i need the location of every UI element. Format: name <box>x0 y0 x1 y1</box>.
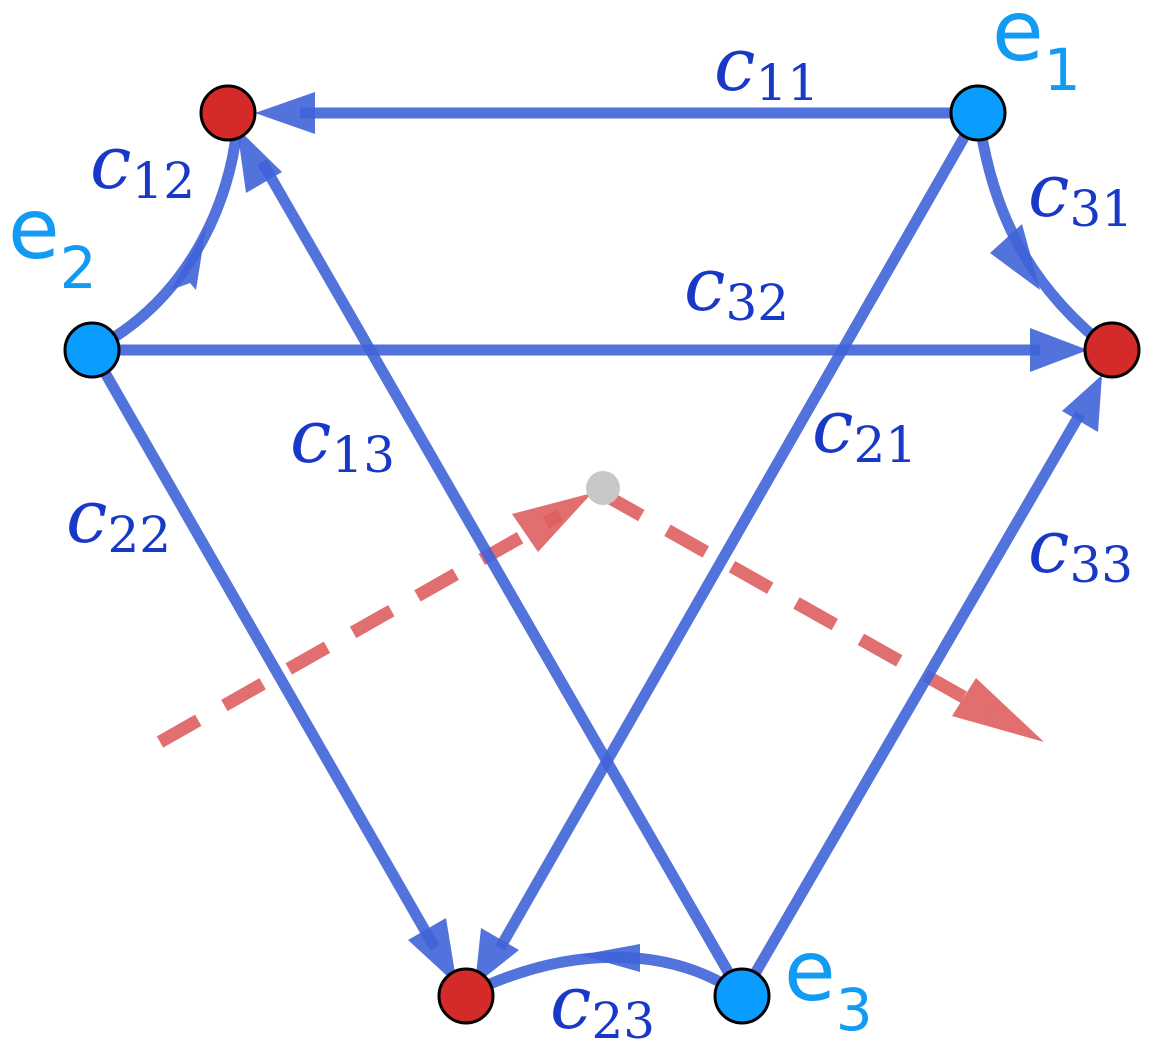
edge-c22 <box>87 347 457 985</box>
node-label-e1: e1 <box>992 0 1081 104</box>
edge-c33 <box>737 375 1102 999</box>
target-node-bottom <box>437 967 495 1025</box>
center-point <box>586 471 620 505</box>
edge-c12 <box>89 127 243 355</box>
target-node-right <box>1083 321 1141 379</box>
edge-c31 <box>972 112 1114 355</box>
edge-c11 <box>255 92 950 134</box>
node-label-e2: e2 <box>8 180 97 302</box>
edge-label-c32: c32 <box>684 242 789 332</box>
edge-label-c31: c31 <box>1028 148 1133 238</box>
source-node-e1 <box>949 84 1007 142</box>
source-node-e3 <box>713 967 771 1025</box>
edge-c13 <box>237 128 747 999</box>
edge-label-c13: c13 <box>290 394 395 484</box>
target-node-top-left <box>199 84 257 142</box>
edge-label-c23: c23 <box>550 960 655 1050</box>
edge-c23 <box>467 944 746 1001</box>
edge-label-c22: c22 <box>66 474 171 564</box>
edge-label-c33: c33 <box>1028 504 1133 594</box>
node-label-e3: e3 <box>784 922 873 1044</box>
edge-c21 <box>475 110 983 985</box>
edge-label-c21: c21 <box>812 384 917 474</box>
edge-label-c12: c12 <box>90 120 195 210</box>
source-node-e2 <box>63 321 121 379</box>
edge-label-c11: c11 <box>714 22 819 112</box>
edge-c32 <box>92 328 1088 372</box>
dashed-red-path <box>156 488 1044 748</box>
